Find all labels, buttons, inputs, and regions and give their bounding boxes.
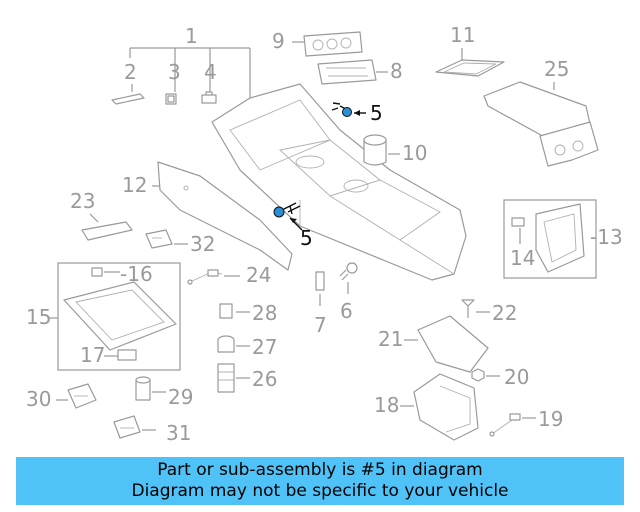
group-box-13 [503,199,597,279]
part-17-switch [117,349,137,361]
callout-13: -13 [590,225,623,249]
part-28-grommet [219,303,233,319]
part-2-trim-strip [111,93,145,105]
part-22-screw [461,299,475,318]
callout-20: 20 [504,365,529,389]
callout-9: 9 [272,29,285,53]
part-9-control-panel [303,31,363,57]
callout-10: 10 [402,141,427,165]
callout-18: 18 [374,393,399,417]
part-8-switch-panel [317,59,377,85]
info-banner: Part or sub-assembly is #5 in diagram Di… [16,457,624,505]
callout-23: 23 [70,189,95,213]
callout-30: 30 [26,387,51,411]
callout-24: 24 [246,263,271,287]
callout-28: 28 [252,301,277,325]
callout-5-upper: 5 [370,101,383,125]
callout-1: 1 [185,24,198,48]
callout-26: 26 [252,367,277,391]
callout-21: 21 [378,327,403,351]
part-10-cup-holder [363,134,387,166]
callout-14: 14 [510,246,535,270]
part-13-trim-panel [535,203,585,273]
part-26-socket [217,363,235,393]
group-box-15 [57,262,181,371]
part-32-switch [145,229,173,249]
banner-line-1: Part or sub-assembly is #5 in diagram [157,460,483,480]
part-3-clip [165,93,177,105]
callout-31: 31 [166,421,191,445]
callout-8: 8 [390,59,403,83]
part-27-socket [217,335,235,353]
callout-19: 19 [538,407,563,431]
part-16-clip [91,267,103,277]
callout-6: 6 [340,299,353,323]
callout-11: 11 [450,23,475,47]
part-7-clip [315,271,325,291]
part-15-bezel [63,281,177,351]
part-1-center-console [211,83,467,281]
part-20-nut [471,368,485,382]
banner-line-2: Diagram may not be specific to your vehi… [131,481,509,501]
callout-32: 32 [190,232,215,256]
part-29-socket [135,376,151,401]
callout-4: 4 [204,60,217,84]
part-24-harness [187,269,223,285]
part-12-side-panel [157,161,293,271]
callout-12: 12 [122,173,147,197]
callout-2: 2 [124,60,137,84]
callout-27: 27 [252,335,277,359]
callout-25: 25 [544,57,569,81]
part-23-pad [81,221,133,241]
part-30-switch [67,383,97,409]
callout-17: 17 [80,343,105,367]
callout-1-bracket [129,47,254,108]
part-4-clip [201,91,217,104]
callout-7: 7 [314,313,327,337]
callout-22: 22 [492,301,517,325]
callout-29: 29 [168,385,193,409]
part-5-screw-upper [331,102,366,117]
part-19-cable [489,413,521,437]
part-31-switch [113,415,141,439]
part-6-screw [339,262,358,281]
part-18-shifter-assembly [413,373,479,441]
callout-16: -16 [120,262,153,286]
callout-15: 15 [26,305,51,329]
part-21-bracket [417,315,489,373]
part-14-clip [511,217,525,227]
part-11-mat [435,59,505,77]
callout-3: 3 [168,60,181,84]
part-25-armrest [483,81,599,167]
callout-5-lower: 5 [300,226,313,250]
part-5-screw-lower [273,202,303,231]
